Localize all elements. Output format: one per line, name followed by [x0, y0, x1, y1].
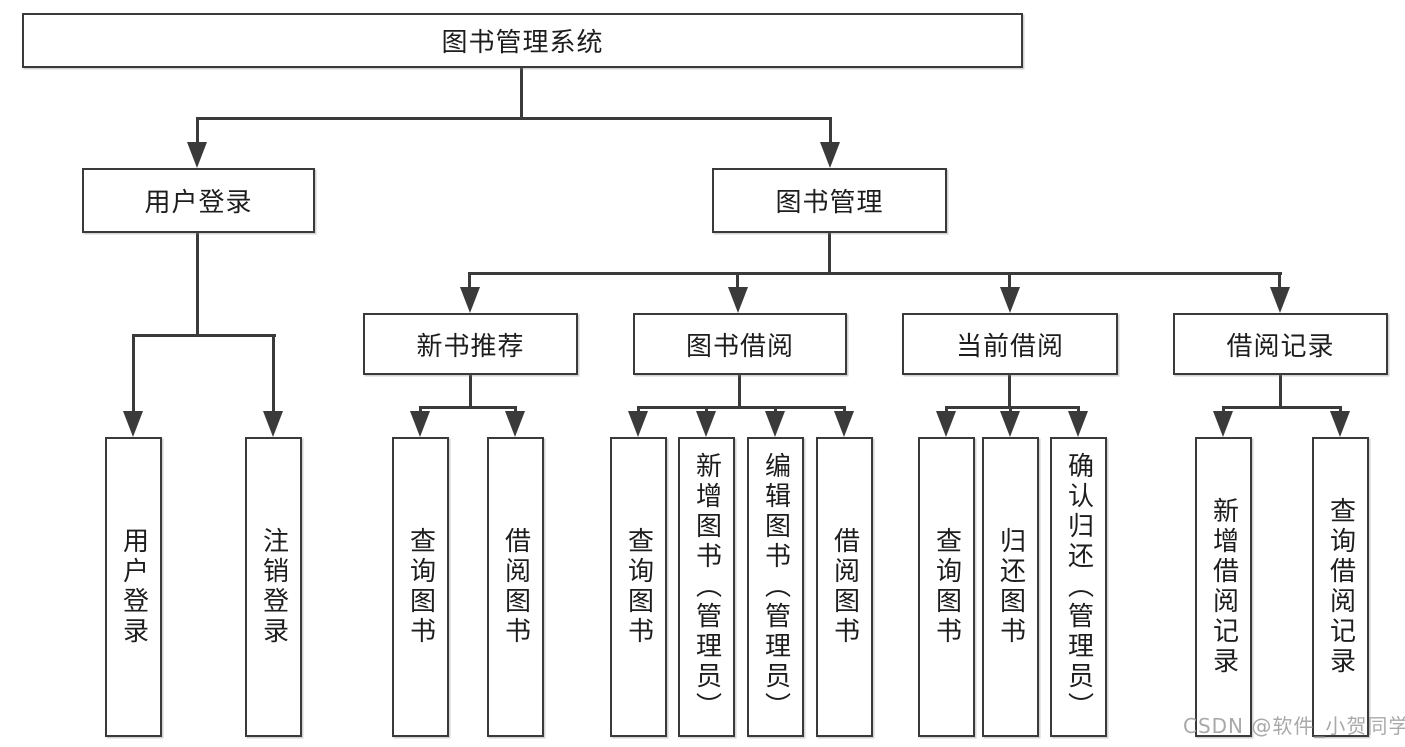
node-book-management: 图书管理 [712, 168, 947, 233]
leaf-label: 查询借阅记录 [1325, 497, 1356, 677]
node-current-borrowing: 当前借阅 [902, 313, 1118, 375]
leaf-query-borrow-record: 查询借阅记录 [1312, 437, 1369, 737]
arrow-down-icon [505, 411, 525, 437]
connector-line [736, 272, 739, 292]
arrow-down-icon [936, 411, 956, 437]
connector-line [196, 231, 199, 336]
node-user-login: 用户登录 [82, 168, 315, 233]
arrow-down-icon [765, 411, 785, 437]
leaf-label: 查询图书 [931, 527, 962, 647]
leaf-label: 借阅图书 [829, 527, 860, 647]
leaf-label: 注销登录 [258, 527, 289, 647]
leaf-label: 查询图书 [623, 527, 654, 647]
arrow-down-icon [628, 411, 648, 437]
connector-line [828, 231, 831, 275]
arrow-down-icon [1213, 411, 1233, 437]
node-label: 用户登录 [144, 188, 253, 218]
connector-line [132, 334, 276, 337]
arrow-down-icon [1000, 411, 1020, 437]
connector-line [196, 117, 199, 149]
leaf-label: 新增图书（管理员） [691, 452, 722, 722]
leaf-query-books-2: 查询图书 [610, 437, 667, 737]
arrow-down-icon [820, 142, 840, 168]
leaf-label: 编辑图书（管理员） [760, 452, 791, 722]
connector-line [468, 272, 1282, 275]
leaf-add-borrow-record: 新增借阅记录 [1195, 437, 1252, 737]
node-label: 当前借阅 [955, 331, 1064, 362]
connector-line [1279, 373, 1282, 409]
arrow-down-icon [1330, 411, 1350, 437]
connector-line [829, 117, 832, 149]
leaf-label: 新增借阅记录 [1208, 497, 1239, 677]
arrow-down-icon [187, 142, 207, 168]
leaf-query-books-3: 查询图书 [918, 437, 975, 737]
connector-line [132, 334, 135, 416]
arrow-down-icon [460, 287, 480, 313]
leaf-add-book-admin: 新增图书（管理员） [678, 437, 735, 737]
arrow-down-icon [410, 411, 430, 437]
watermark: CSDN @软件_小贺同学 [1183, 714, 1405, 738]
connector-line [738, 373, 741, 409]
node-label: 新书推荐 [416, 331, 525, 362]
node-new-book-recommendation: 新书推荐 [363, 313, 578, 375]
arrow-down-icon [1270, 287, 1290, 313]
connector-line [520, 68, 523, 119]
node-library-management-system: 图书管理系统 [22, 13, 1023, 68]
leaf-label: 用户登录 [118, 527, 149, 647]
arrow-down-icon [696, 411, 716, 437]
leaf-label: 确认归还（管理员） [1063, 452, 1094, 722]
node-label: 借阅记录 [1226, 331, 1335, 362]
node-borrowing-records: 借阅记录 [1173, 313, 1388, 375]
connector-line [196, 117, 832, 120]
arrow-down-icon [728, 287, 748, 313]
arrow-down-icon [263, 411, 283, 437]
node-label: 图书管理系统 [441, 28, 604, 58]
connector-line [468, 272, 471, 292]
connector-line [1008, 373, 1011, 409]
arrow-down-icon [123, 411, 143, 437]
leaf-user-login: 用户登录 [105, 437, 162, 737]
arrow-down-icon [1068, 411, 1088, 437]
connector-line [272, 334, 275, 416]
node-label: 图书管理 [775, 188, 884, 218]
connector-line [1278, 272, 1281, 292]
leaf-logout: 注销登录 [245, 437, 302, 737]
node-book-borrowing: 图书借阅 [633, 313, 847, 375]
connector-line [637, 406, 846, 409]
connector-line [945, 406, 1079, 409]
leaf-return-book: 归还图书 [982, 437, 1039, 737]
leaf-edit-book-admin: 编辑图书（管理员） [747, 437, 804, 737]
leaf-borrow-books-2: 借阅图书 [816, 437, 873, 737]
connector-line [1222, 406, 1342, 409]
leaf-label: 归还图书 [995, 527, 1026, 647]
leaf-borrow-books-1: 借阅图书 [487, 437, 544, 737]
node-label: 图书借阅 [685, 331, 794, 362]
leaf-label: 借阅图书 [500, 527, 531, 647]
arrow-down-icon [1000, 287, 1020, 313]
leaf-query-books-1: 查询图书 [392, 437, 449, 737]
arrow-down-icon [834, 411, 854, 437]
connector-line [419, 406, 517, 409]
leaf-confirm-return-admin: 确认归还（管理员） [1050, 437, 1107, 737]
connector-line [469, 373, 472, 409]
leaf-label: 查询图书 [405, 527, 436, 647]
connector-line [1008, 272, 1011, 292]
